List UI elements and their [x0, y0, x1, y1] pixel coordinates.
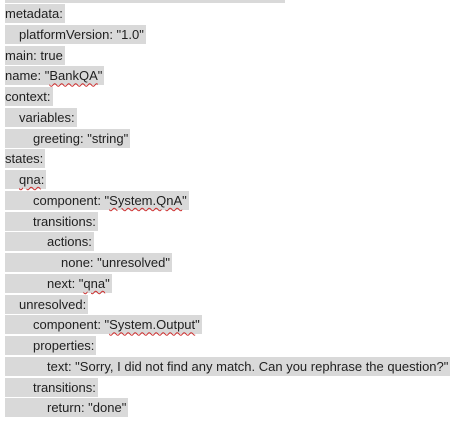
line-highlight — [5, 66, 105, 86]
spellcheck-token: qna — [19, 172, 41, 187]
text-run: " — [105, 275, 110, 291]
line-highlight — [5, 45, 65, 65]
yaml-line-text: states: — [5, 150, 43, 168]
yaml-line: next: "qna" — [5, 273, 452, 294]
yaml-line: name: "BankQA" — [5, 66, 452, 86]
line-highlight — [5, 211, 98, 231]
yaml-line-text: text: "Sorry, I did not find any match. … — [47, 358, 448, 376]
yaml-line-text: main: true — [5, 47, 63, 65]
line-highlight — [5, 398, 129, 418]
text-run: none: "unresolved" — [61, 255, 170, 270]
yaml-line: properties: — [5, 336, 452, 356]
text-run: return: "done" — [47, 400, 127, 416]
text-run: states: — [5, 151, 44, 167]
yaml-line-text: next: "qna" — [47, 275, 110, 293]
spellcheck-token: System.Output — [109, 317, 196, 333]
line-highlight — [5, 87, 53, 106]
yaml-line: transitions: — [5, 377, 452, 398]
yaml-line-text: variables: — [19, 109, 75, 127]
yaml-line-text: transitions: — [33, 213, 96, 231]
yaml-line: transitions: — [5, 211, 452, 232]
yaml-line: metadata: — [5, 4, 452, 24]
text-run: transitions: — [33, 213, 96, 229]
text-run: transitions: — [33, 379, 96, 395]
text-run: text: "Sorry, I did not find any match. … — [47, 358, 449, 374]
spellcheck-token: System.QnA — [109, 192, 183, 208]
text-run: variables: — [19, 109, 75, 125]
text-run: : — [40, 172, 45, 187]
yaml-line: greeting: "string" — [5, 128, 452, 149]
yaml-line-text: actions: — [47, 233, 92, 251]
yaml-line-text: properties: — [33, 337, 94, 355]
line-highlight — [5, 315, 202, 335]
yaml-line: main: true — [5, 45, 452, 66]
line-highlight — [5, 336, 97, 355]
text-run: main: true — [5, 47, 63, 63]
yaml-line-text: none: "unresolved" — [61, 254, 170, 272]
yaml-line: unresolved: — [5, 294, 452, 315]
line-highlight — [5, 170, 47, 189]
text-run: component: " — [33, 317, 110, 333]
yaml-line-text: unresolved: — [19, 296, 86, 314]
line-highlight — [5, 4, 65, 23]
text-run: actions: — [47, 234, 92, 250]
text-run: " — [182, 192, 187, 208]
text-run: metadata: — [5, 6, 63, 21]
text-run: properties: — [33, 338, 95, 353]
yaml-line-text: name: "BankQA" — [5, 67, 102, 85]
text-run: name: " — [5, 68, 50, 84]
yaml-line-text: context: — [5, 88, 51, 106]
line-highlight — [5, 294, 89, 314]
line-highlight — [5, 273, 112, 293]
line-highlight — [5, 377, 98, 397]
line-highlight — [5, 356, 451, 376]
yaml-line: variables: — [5, 107, 452, 128]
yaml-line: return: "done" — [5, 398, 452, 418]
text-run: context: — [5, 89, 51, 104]
yaml-line-text: qna: — [19, 171, 44, 189]
text-run: " — [97, 68, 103, 84]
yaml-line-text: metadata: — [5, 5, 63, 23]
line-highlight — [5, 149, 46, 169]
yaml-line: actions: — [5, 232, 452, 252]
yaml-line-text: component: "System.QnA" — [33, 192, 187, 210]
yaml-line-text: transitions: — [33, 379, 96, 397]
text-run: component: " — [33, 192, 110, 208]
text-run: " — [195, 317, 200, 333]
yaml-line: text: "Sorry, I did not find any match. … — [5, 356, 452, 377]
line-highlight — [5, 128, 131, 148]
yaml-line: context: — [5, 87, 452, 107]
yaml-line: component: "System.Output" — [5, 315, 452, 335]
text-run: next: " — [47, 275, 84, 291]
yaml-line: none: "unresolved" — [5, 253, 452, 273]
yaml-line-text: greeting: "string" — [33, 130, 128, 148]
yaml-line: qna: — [5, 170, 452, 190]
previous-line-highlight — [5, 0, 285, 3]
spellcheck-token: qna — [83, 275, 106, 291]
yaml-line: states: — [5, 149, 452, 169]
text-run: greeting: "string" — [33, 130, 129, 146]
line-highlight — [5, 232, 94, 252]
yaml-line-text: platformVersion: "1.0" — [19, 26, 144, 44]
spellcheck-token: BankQA — [49, 68, 98, 84]
line-highlight — [5, 24, 146, 44]
yaml-line-text: return: "done" — [47, 399, 126, 417]
line-highlight — [5, 107, 77, 127]
yaml-line: component: "System.QnA" — [5, 190, 452, 211]
text-run: platformVersion: "1.0" — [19, 26, 144, 42]
line-highlight — [5, 190, 189, 210]
text-run: unresolved: — [19, 296, 87, 312]
yaml-line: platformVersion: "1.0" — [5, 24, 452, 45]
line-highlight — [5, 253, 172, 272]
yaml-line-text: component: "System.Output" — [33, 316, 200, 334]
